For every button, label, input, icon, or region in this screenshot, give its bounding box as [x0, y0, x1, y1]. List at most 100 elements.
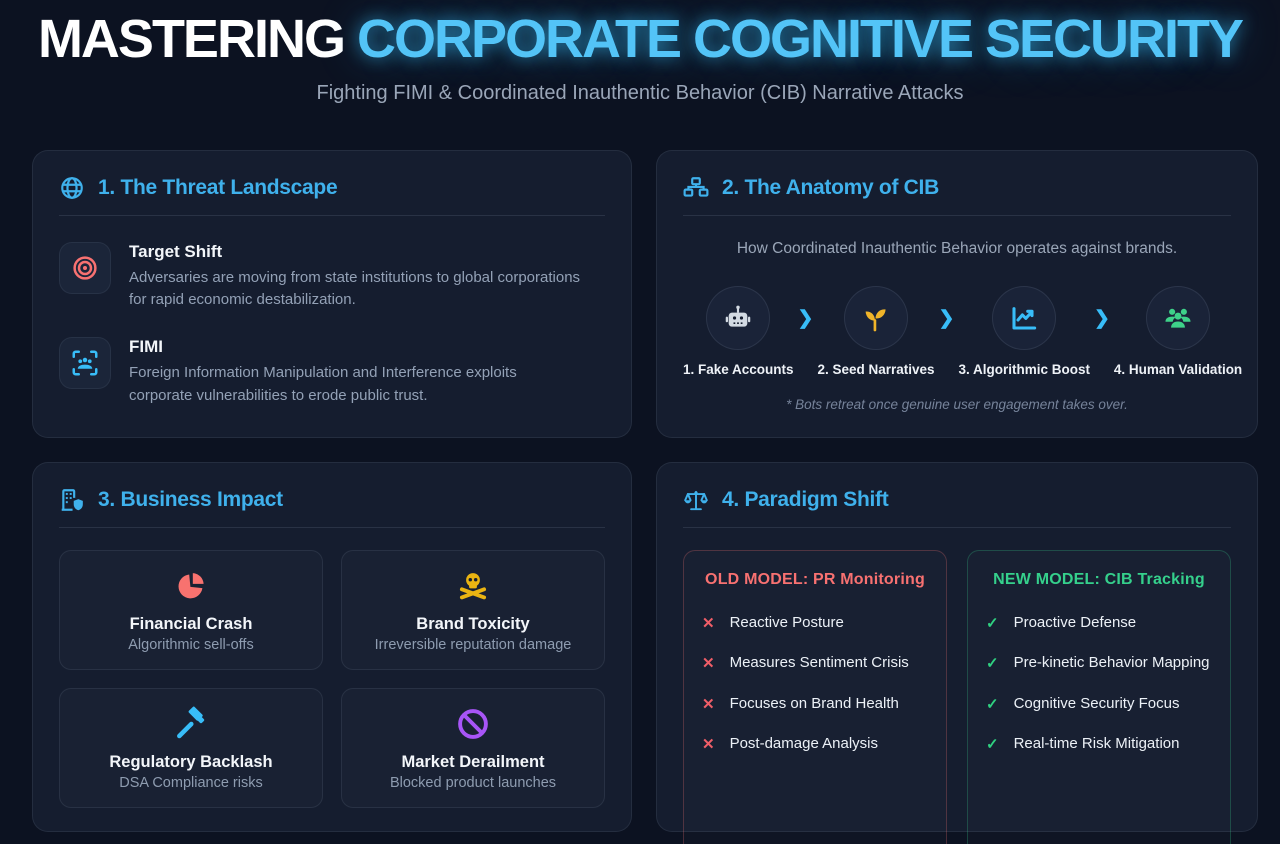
- impact-tile-brand-toxicity: Brand Toxicity Irreversible reputation d…: [341, 550, 605, 670]
- card-threat-title: 1. The Threat Landscape: [98, 176, 338, 199]
- bullseye-icon: [59, 242, 111, 294]
- cross-icon: ✕: [702, 655, 715, 673]
- card-divider: [59, 215, 605, 216]
- card-anatomy-cib: 2. The Anatomy of CIB How Coordinated In…: [656, 150, 1258, 438]
- cross-icon: ✕: [702, 735, 715, 753]
- list-item: ✓ Cognitive Security Focus: [986, 694, 1212, 714]
- list-item: ✕Measures Sentiment Crisis: [702, 653, 928, 673]
- list-item-text: Post-damage Analysis: [729, 734, 878, 752]
- impact-tile-title: Financial Crash: [129, 614, 253, 633]
- seedling-icon: [844, 286, 908, 350]
- impact-tile-desc: Irreversible reputation damage: [374, 636, 572, 653]
- gavel-icon: [173, 706, 209, 742]
- card-divider: [683, 215, 1231, 216]
- impact-tile-desc: Algorithmic sell-offs: [128, 636, 254, 653]
- impact-tile-title: Market Derailment: [401, 752, 545, 771]
- globe-icon: [59, 175, 85, 201]
- panel-new-heading: NEW MODEL: CIB Tracking: [993, 571, 1205, 588]
- impact-tile-market-derailment: Market Derailment Blocked product launch…: [341, 688, 605, 808]
- list-item: ✓ Pre-kinetic Behavior Mapping: [986, 653, 1212, 673]
- impact-tile-title: Regulatory Backlash: [109, 752, 273, 771]
- cross-icon: ✕: [702, 615, 715, 633]
- list-item-text: Pre-kinetic Behavior Mapping: [1013, 654, 1210, 672]
- cib-flow: 1. Fake Accounts ❯ 2. Seed Narratives ❯: [683, 286, 1242, 377]
- page-subtitle: Fighting FIMI & Coordinated Inauthentic …: [316, 82, 964, 104]
- list-item: ✕ Reactive Posture: [702, 613, 928, 633]
- flow-step-label: 2. Seed Narratives: [817, 362, 935, 377]
- anatomy-footnote: * Bots retreat once genuine user engagem…: [786, 397, 1128, 412]
- list-item-text: Cognitive Security Focus: [1013, 694, 1180, 712]
- chevron-right-icon: ❯: [1093, 307, 1110, 329]
- flow-step-label: 1. Fake Accounts: [683, 362, 794, 377]
- flow-step-fake-accounts: 1. Fake Accounts: [683, 286, 794, 377]
- threat-item-desc: Adversaries are moving from state instit…: [129, 269, 581, 309]
- scales-icon: [683, 487, 709, 513]
- threat-item-target-shift: Target Shift Adversaries are moving from…: [59, 242, 605, 311]
- sitemap-icon: [683, 175, 709, 201]
- panel-new-model: NEW MODEL: CIB Tracking ✓ Proactive Defen…: [967, 550, 1231, 844]
- flow-step-label: 4. Human Validation: [1113, 362, 1243, 377]
- panel-old-heading: OLD MODEL: PR Monitoring: [705, 571, 925, 588]
- card-anatomy-header: 2. The Anatomy of CIB: [683, 175, 1231, 201]
- list-item: ✕ Post-damage Analysis: [702, 734, 928, 754]
- list-item-text: Focuses on Brand Health: [729, 694, 899, 712]
- skull-crossbones-icon: [455, 568, 491, 604]
- list-item-text: Proactive Defense: [1013, 614, 1137, 631]
- panel-old-list: ✕ Reactive Posture ✕Measures Sentiment Cr…: [702, 613, 928, 754]
- threat-item-fimi: FIMI Foreign Information Manipulation an…: [59, 337, 605, 406]
- threat-item-text: FIMI Foreign Information Manipulation an…: [129, 337, 584, 406]
- chevron-right-icon: ❯: [938, 307, 955, 329]
- page-title-white: MASTERING: [37, 9, 357, 69]
- card-paradigm-title: 4. Paradigm Shift: [722, 488, 889, 511]
- list-item-text: Reactive Posture: [729, 614, 844, 631]
- users-viewfinder-icon: [59, 337, 111, 390]
- card-business-impact: 3. Business Impact Financial Crash Algor…: [32, 462, 632, 832]
- card-divider: [59, 527, 605, 528]
- page-title: MASTERING CORPORATE COGNITIVE SECURITY: [0, 12, 1280, 66]
- building-shield-icon: [59, 487, 85, 513]
- impact-tile-regulatory-backlash: Regulatory Backlash DSA Compliance risks: [59, 688, 323, 808]
- card-threat-header: 1. The Threat Landscape: [59, 175, 605, 201]
- check-icon: ✓: [986, 735, 999, 753]
- flow-step-algorithmic-boost: 3. Algorithmic Boost: [958, 286, 1090, 377]
- chevron-right-icon: ❯: [797, 307, 814, 329]
- card-anatomy-title: 2. The Anatomy of CIB: [722, 176, 939, 199]
- list-item: ✕ Focuses on Brand Health: [702, 694, 928, 714]
- panel-old-model: OLD MODEL: PR Monitoring ✕ Reactive Postu…: [683, 550, 947, 844]
- pie-chart-icon: [173, 568, 209, 604]
- threat-item-title: Target Shift: [129, 242, 223, 261]
- check-icon: ✓: [986, 615, 999, 633]
- threat-item-desc: Foreign Information Manipulation and Int…: [129, 364, 517, 404]
- chart-line-icon: [992, 286, 1057, 350]
- card-impact-header: 3. Business Impact: [59, 487, 605, 513]
- card-divider: [683, 527, 1231, 528]
- impact-tile-financial-crash: Financial Crash Algorithmic sell-offs: [59, 550, 323, 670]
- impact-tile-desc: DSA Compliance risks: [119, 774, 263, 791]
- check-icon: ✓: [986, 655, 999, 673]
- list-item-text: Real-time Risk Mitigation: [1013, 734, 1180, 752]
- card-threat-landscape: 1. The Threat Landscape Target Shift Adv…: [32, 150, 632, 438]
- check-icon: ✓: [986, 695, 999, 713]
- impact-grid: Financial Crash Algorithmic sell-offs: [59, 550, 605, 808]
- impact-tile-title: Brand Toxicity: [416, 614, 530, 633]
- threat-item-text: Target Shift Adversaries are moving from…: [129, 242, 584, 311]
- robot-icon: [706, 286, 771, 350]
- list-item: ✓ Real-time Risk Mitigation: [986, 734, 1212, 754]
- ban-icon: [455, 706, 491, 742]
- page-title-accent: CORPORATE COGNITIVE SECURITY: [356, 9, 1244, 69]
- card-grid: 1. The Threat Landscape Target Shift Adv…: [0, 150, 1280, 844]
- page-header: MASTERING CORPORATE COGNITIVE SECURITY F…: [0, 0, 1280, 150]
- card-paradigm-shift: 4. Paradigm Shift OLD MODEL: PR Monitori…: [656, 462, 1258, 844]
- flow-step-label: 3. Algorithmic Boost: [958, 362, 1090, 377]
- cross-icon: ✕: [702, 695, 715, 713]
- flow-step-seed-narratives: 2. Seed Narratives: [817, 286, 935, 377]
- paradigm-grid: OLD MODEL: PR Monitoring ✕ Reactive Postu…: [683, 550, 1231, 844]
- threat-item-title: FIMI: [129, 337, 163, 357]
- panel-new-list: ✓ Proactive Defense ✓ Pre-kinetic Behavior…: [986, 613, 1212, 754]
- flow-step-human-validation: 4. Human Validation: [1114, 286, 1242, 377]
- anatomy-subtitle: How Coordinated Inauthentic Behavior ope…: [736, 240, 1178, 257]
- list-item: ✓ Proactive Defense: [986, 613, 1212, 633]
- card-paradigm-header: 4. Paradigm Shift: [683, 487, 1231, 513]
- users-icon: [1146, 286, 1211, 350]
- card-impact-title: 3. Business Impact: [98, 488, 283, 511]
